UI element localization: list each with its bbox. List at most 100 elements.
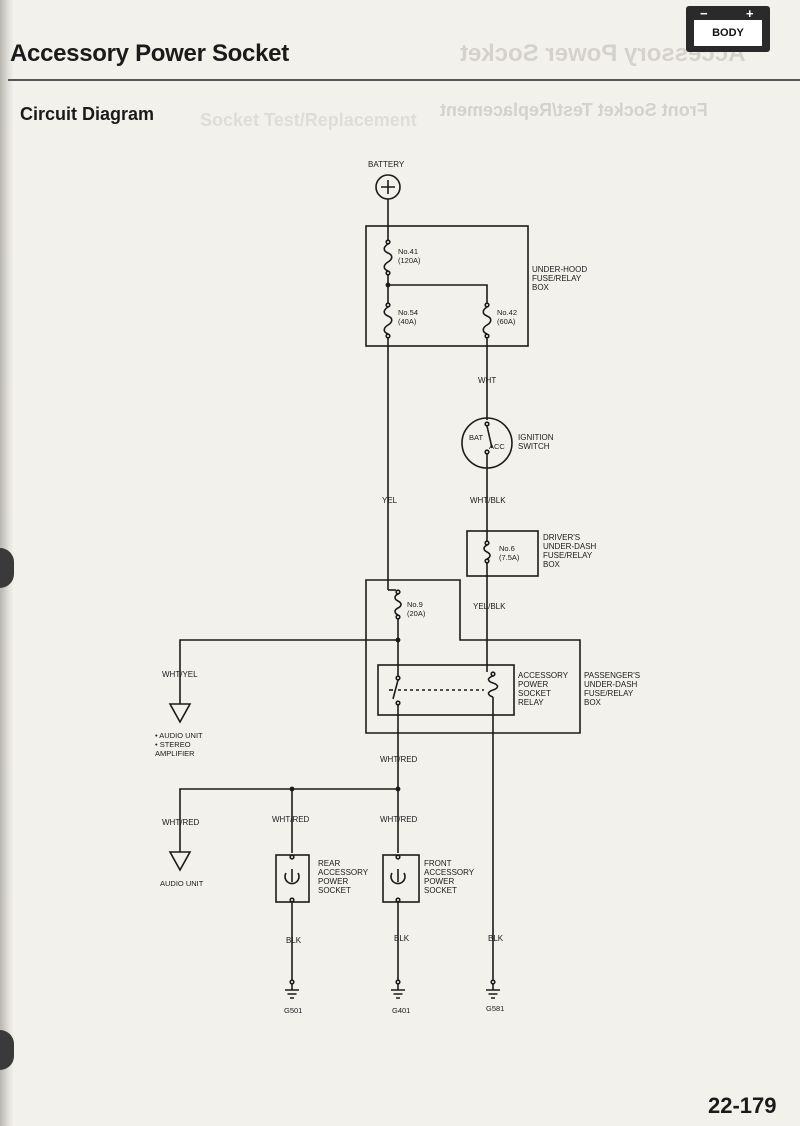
audio-unit-arrow-icon — [168, 851, 192, 872]
fuse-9-terminal — [395, 614, 401, 620]
rear-socket-label-4: SOCKET — [318, 886, 351, 895]
fuse-9-terminal — [395, 589, 401, 595]
binding-hole — [0, 1030, 14, 1070]
wire-label-wht: WHT — [478, 376, 496, 385]
front-socket-terminal — [395, 897, 401, 903]
front-socket-icon — [390, 872, 406, 885]
fuse-41-rating: (120A) — [398, 256, 421, 265]
underhood-fuse-box — [365, 225, 529, 347]
drivers-box-label-4: BOX — [543, 560, 561, 569]
body-badge-label: BODY — [694, 20, 762, 46]
ground-front-terminal — [395, 979, 401, 985]
rear-socket-label-1: REAR — [318, 859, 340, 868]
fuse-6-label: No.6 — [499, 544, 515, 553]
ignition-acc-label: ACC — [489, 442, 505, 451]
wire-label-blk-rear: BLK — [286, 936, 302, 945]
rear-socket-icon — [284, 872, 300, 885]
wire-label-wht-red-rear: WHT/RED — [272, 815, 310, 824]
drivers-box-label-2: UNDER-DASH — [543, 542, 597, 551]
wire-label-wht-yel: WHT/YEL — [162, 670, 198, 679]
ignition-bat-terminal — [484, 421, 490, 427]
relay-coil-symbol — [487, 675, 499, 698]
section-title: Circuit Diagram — [20, 104, 155, 124]
accessory-socket-relay — [377, 664, 515, 716]
front-socket-label-2: ACCESSORY — [424, 868, 475, 877]
underhood-box-label-2: FUSE/RELAY — [532, 274, 582, 283]
relay-contact-terminal — [395, 675, 401, 681]
ground-front-icon — [391, 984, 405, 999]
binding-hole — [0, 548, 14, 588]
audio-unit-stereo-label-1: • AUDIO UNIT — [155, 731, 203, 740]
plus-icon: + — [746, 6, 754, 21]
rear-socket-label-3: POWER — [318, 877, 348, 886]
passengers-box-label-1: PASSENGER'S — [584, 671, 640, 680]
front-socket-label-3: POWER — [424, 877, 454, 886]
drivers-box-label-3: FUSE/RELAY — [543, 551, 593, 560]
front-socket-label-1: FRONT — [424, 859, 452, 868]
front-power-socket — [382, 854, 420, 903]
ignition-bat-label: BAT — [469, 433, 483, 442]
front-socket-label-4: SOCKET — [424, 886, 457, 895]
page-number: 22-179 — [708, 1093, 777, 1118]
ground-rear-terminal — [289, 979, 295, 985]
fuse-6-rating: (7.5A) — [499, 553, 520, 562]
fuse-42-symbol — [482, 306, 492, 335]
body-section-badge: − + BODY — [686, 6, 770, 52]
fuse-41-terminal — [385, 270, 391, 276]
relay-label-1: ACCESSORY — [518, 671, 569, 680]
wire-label-blk-front: BLK — [394, 934, 410, 943]
fuse-54-rating: (40A) — [398, 317, 417, 326]
fuse-41-symbol — [383, 243, 393, 272]
drivers-box-label-1: DRIVER'S — [543, 533, 580, 542]
relay-coil-terminal — [490, 671, 496, 677]
fuse-41-label: No.41 — [398, 247, 418, 256]
wire-label-wht-blk: WHT/BLK — [470, 496, 506, 505]
underhood-box-label-3: BOX — [532, 283, 550, 292]
ground-relay-icon — [486, 984, 500, 999]
audio-unit-stereo-label-2: • STEREO — [155, 740, 191, 749]
relay-label-4: RELAY — [518, 698, 544, 707]
ignition-switch-label-2: SWITCH — [518, 442, 550, 451]
ground-rear-label: G501 — [284, 1006, 302, 1015]
fuse-6-terminal — [484, 558, 490, 564]
title-rule — [8, 79, 800, 81]
wire-label-wht-red-main: WHT/RED — [380, 755, 418, 764]
fuse-9-label: No.9 — [407, 600, 423, 609]
audio-unit-stereo-label-3: AMPLIFIER — [155, 749, 195, 758]
wire-to-fuse-42 — [388, 284, 488, 303]
wire-label-wht-red-front: WHT/RED — [380, 815, 418, 824]
fuse-6-symbol — [483, 544, 491, 560]
fuse-9-symbol — [394, 593, 402, 616]
battery-label: BATTERY — [368, 160, 405, 169]
relay-label-2: POWER — [518, 680, 548, 689]
underhood-box-label-1: UNDER-HOOD — [532, 265, 587, 274]
page-title: Accessory Power Socket — [10, 40, 289, 67]
relay-contact-switch — [392, 679, 399, 700]
audio-connector-arrow-icon — [168, 703, 192, 724]
battery-plus-icon — [381, 180, 395, 194]
fuse-54-terminal — [385, 333, 391, 339]
fuse-54-symbol — [383, 306, 393, 335]
ground-relay-terminal — [490, 979, 496, 985]
fuse-6-terminal — [484, 540, 490, 546]
fuse-9-rating: (20A) — [407, 609, 426, 618]
fuse-54-label: No.54 — [398, 308, 418, 317]
ignition-contact — [486, 425, 493, 449]
ground-rear-icon — [285, 984, 299, 999]
wire-label-blk-relay: BLK — [488, 934, 504, 943]
fuse-42-terminal — [484, 302, 490, 308]
fuse-41-terminal — [385, 239, 391, 245]
rear-socket-label-2: ACCESSORY — [318, 868, 369, 877]
relay-label-3: SOCKET — [518, 689, 551, 698]
fuse-54-terminal — [385, 302, 391, 308]
fuse-42-rating: (60A) — [497, 317, 516, 326]
bleed-through-section-left: Socket Test/Replacement — [200, 110, 417, 130]
passengers-box-label-4: BOX — [584, 698, 602, 707]
ignition-switch-label-1: IGNITION — [518, 433, 554, 442]
rear-socket-terminal — [289, 854, 295, 860]
ground-front-label: G401 — [392, 1006, 410, 1015]
minus-icon: − — [700, 6, 708, 21]
fuse-42-label: No.42 — [497, 308, 517, 317]
wht-red-branch — [179, 788, 398, 852]
